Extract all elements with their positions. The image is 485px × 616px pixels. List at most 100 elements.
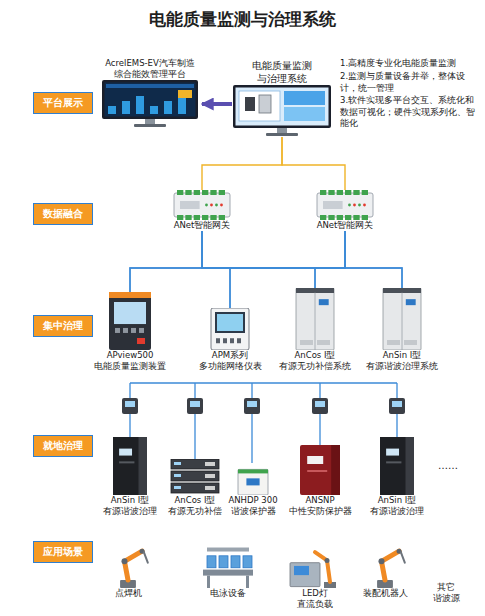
- icon-part: [380, 437, 414, 495]
- icon-part: [328, 215, 334, 220]
- icon-part: [404, 340, 417, 345]
- icon-part: [219, 556, 228, 568]
- gateway-device: ANet智能网关: [305, 190, 385, 231]
- category-tab: 就地治理: [33, 435, 93, 457]
- device-picture: [162, 190, 242, 220]
- icon-part: [139, 328, 144, 333]
- icon-part: [207, 556, 216, 568]
- icon-part: [362, 215, 368, 220]
- icon-part: [185, 215, 191, 220]
- icon-part: [233, 85, 331, 128]
- bus-line: [282, 137, 345, 190]
- bus-line: [202, 231, 315, 288]
- icon-part: [358, 204, 361, 207]
- device-picture: [359, 437, 435, 495]
- node-label: 电能质量监测 与治理系统: [246, 60, 318, 85]
- compensator-device: AnCos Ⅰ型 有源无功补偿: [165, 459, 225, 517]
- icon-part: [401, 552, 405, 563]
- gateway-icon: [317, 190, 373, 220]
- robot-icon: [120, 549, 148, 588]
- node-label: AnCos Ⅰ型 有源无功补偿系统: [273, 350, 357, 372]
- icon-part: [236, 88, 329, 126]
- icon-part: [402, 293, 403, 350]
- panel-icon: [109, 292, 151, 350]
- icon-part: [362, 190, 368, 195]
- conveyor-icon: [203, 548, 253, 588]
- icon-part: [205, 204, 208, 207]
- feature-note: 3.软件实现多平台交互、系统化和数据可视化；硬件实现系列化、智能化: [340, 95, 478, 130]
- icon-part: [220, 204, 223, 207]
- cabinet-icon: [296, 288, 334, 350]
- node-label: APM系列 多功能网络仪表: [190, 350, 270, 372]
- icon-part: [124, 551, 142, 580]
- icon-part: [317, 340, 330, 345]
- bus-line: [345, 231, 402, 288]
- bus-line: [202, 231, 230, 308]
- device-picture: [98, 542, 158, 588]
- icon-part: [237, 338, 241, 343]
- icon-part: [406, 437, 415, 495]
- icon-part: [284, 107, 325, 121]
- ellipsis-mark: ……: [430, 460, 466, 472]
- rack-icon: [171, 459, 219, 493]
- icon-part: [139, 437, 148, 495]
- icon-part: [386, 461, 401, 463]
- meter-icon: [122, 398, 138, 414]
- icon-part: [114, 302, 146, 324]
- icon-part: [216, 338, 220, 343]
- device-picture: [198, 542, 258, 588]
- icon-part: [294, 566, 309, 575]
- icon-part: [386, 449, 399, 456]
- icon-part: [353, 204, 356, 207]
- icon-part: [177, 215, 183, 220]
- bus-line: [202, 231, 402, 288]
- icon-part: [136, 96, 144, 114]
- icon-part: [363, 204, 366, 207]
- icon-part: [217, 314, 243, 331]
- icon-part: [328, 190, 334, 195]
- icon-part: [178, 90, 192, 98]
- device-picture: [190, 308, 270, 350]
- icon-part: [202, 190, 208, 195]
- icon-part: [119, 449, 132, 456]
- icon-part: [102, 80, 198, 119]
- tab-label: 集中治理: [43, 320, 83, 333]
- node-label: AnSin Ⅰ型 有源谐波治理系统: [360, 350, 444, 372]
- node-label: 装配机器人: [357, 588, 413, 599]
- icon-part: [131, 328, 136, 333]
- icon-part: [243, 556, 252, 568]
- icon-part: [134, 124, 166, 127]
- icon-part: [300, 445, 340, 495]
- icon-part: [174, 486, 181, 489]
- cabinet-device: AnCos Ⅰ型 有源无功补偿系统: [273, 288, 357, 372]
- icon-part: [348, 204, 351, 207]
- icon-part: [320, 190, 326, 195]
- device-picture: [98, 80, 202, 128]
- device-picture: [285, 542, 345, 588]
- device-picture: [165, 459, 225, 495]
- icon-part: [231, 556, 240, 568]
- icon-part: [353, 215, 359, 220]
- icon-part: [284, 91, 325, 105]
- icon-part: [174, 462, 181, 465]
- feature-note: 2.监测与质量设备并举，整体设计，统一管理: [340, 71, 478, 94]
- ansnp-icon: [300, 445, 340, 495]
- icon-part: [378, 558, 384, 564]
- icon-part: [205, 474, 215, 478]
- icon-part: [185, 190, 191, 195]
- meter-icon: [211, 308, 249, 350]
- ansin-icon: [113, 437, 147, 495]
- scene-icon: LED灯 直流负载: [285, 542, 345, 610]
- icon-part: [150, 106, 158, 114]
- icon-part: [383, 288, 421, 350]
- bus-line: [315, 231, 345, 288]
- icon-part: [177, 190, 183, 195]
- filter-device: AnSin Ⅰ型 有源谐波治理: [359, 437, 435, 517]
- icon-part: [406, 299, 416, 305]
- tab-label: 就地治理: [43, 440, 83, 453]
- meter-icon: [389, 398, 405, 414]
- icon-part: [266, 133, 298, 136]
- icon-part: [290, 563, 320, 587]
- icon-part: [210, 204, 213, 207]
- icon-part: [277, 128, 287, 133]
